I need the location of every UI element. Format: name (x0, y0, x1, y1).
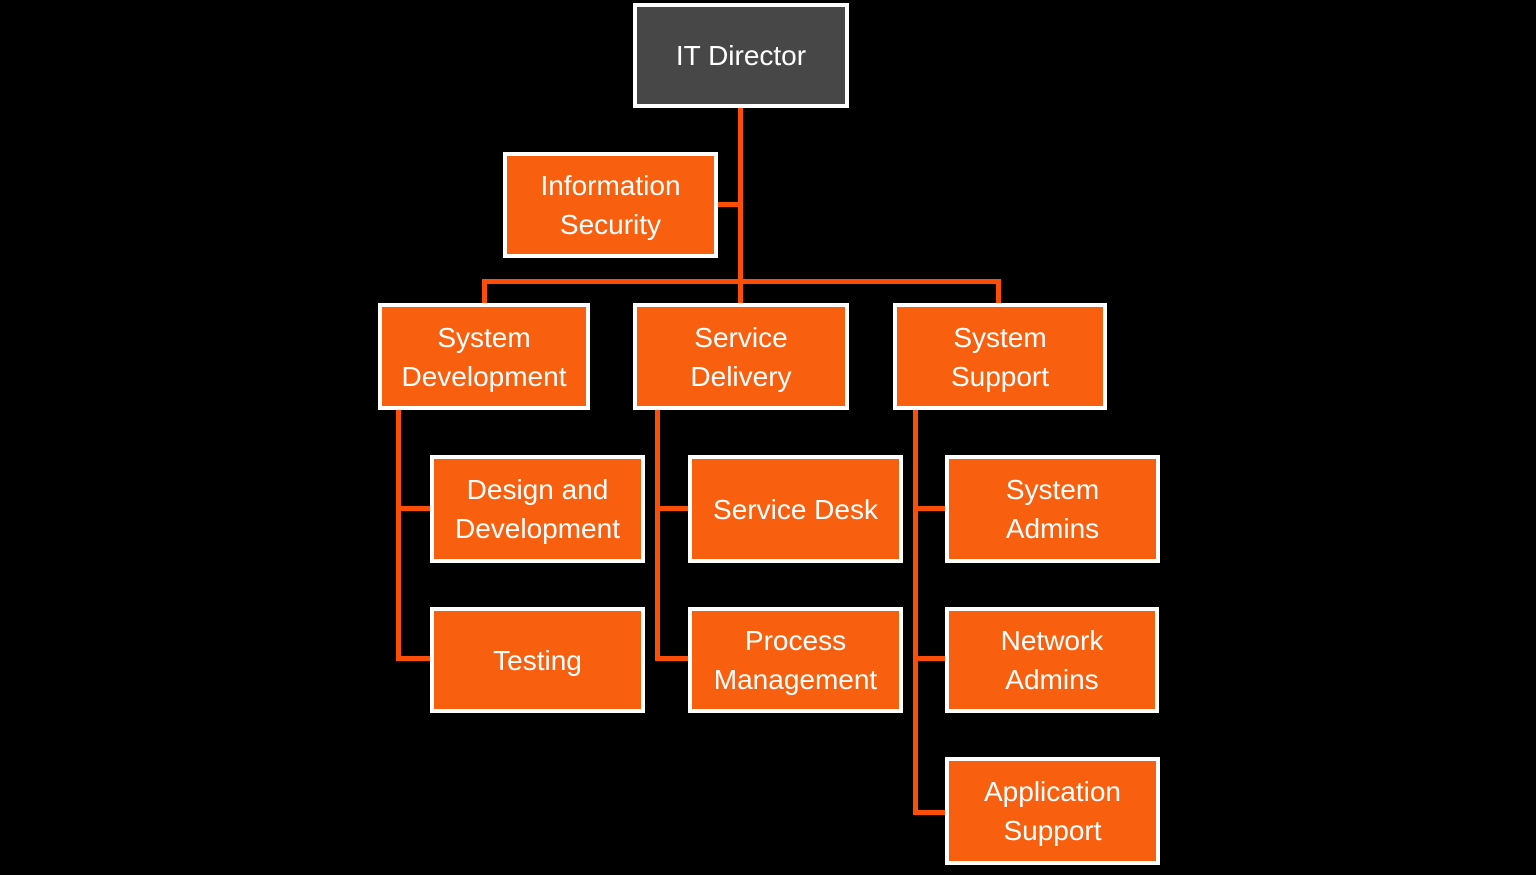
org-box-system-admins: System Admins (945, 455, 1160, 563)
org-box-service-desk: Service Desk (688, 455, 903, 563)
connector-stub-application-support (913, 810, 945, 815)
org-box-testing: Testing (430, 607, 645, 713)
connector-system-development-vertical (396, 410, 401, 661)
connector-stub-network-admins (913, 656, 945, 661)
org-box-system-support: System Support (893, 303, 1107, 410)
connector-drop-system-support (996, 279, 1001, 303)
connector-main-horizontal (482, 279, 1001, 284)
connector-drop-system-development (482, 279, 487, 303)
org-box-system-development: System Development (378, 303, 590, 410)
org-box-application-support: Application Support (945, 757, 1160, 865)
connector-service-delivery-vertical (655, 410, 660, 661)
org-box-information-security: Information Security (503, 152, 718, 258)
connector-stub-testing (396, 656, 430, 661)
org-box-it-director: IT Director (633, 3, 849, 108)
connector-stub-process-management (655, 656, 688, 661)
org-box-network-admins: Network Admins (945, 607, 1159, 713)
connector-stub-design-and-development (396, 506, 430, 511)
connector-stub-system-admins (913, 506, 945, 511)
org-box-design-and-development: Design and Development (430, 455, 645, 563)
connector-information-security-stub (718, 202, 743, 207)
connector-system-support-vertical (913, 410, 918, 814)
org-box-process-management: Process Management (688, 607, 903, 713)
org-box-service-delivery: Service Delivery (633, 303, 849, 410)
connector-stub-service-desk (655, 506, 688, 511)
